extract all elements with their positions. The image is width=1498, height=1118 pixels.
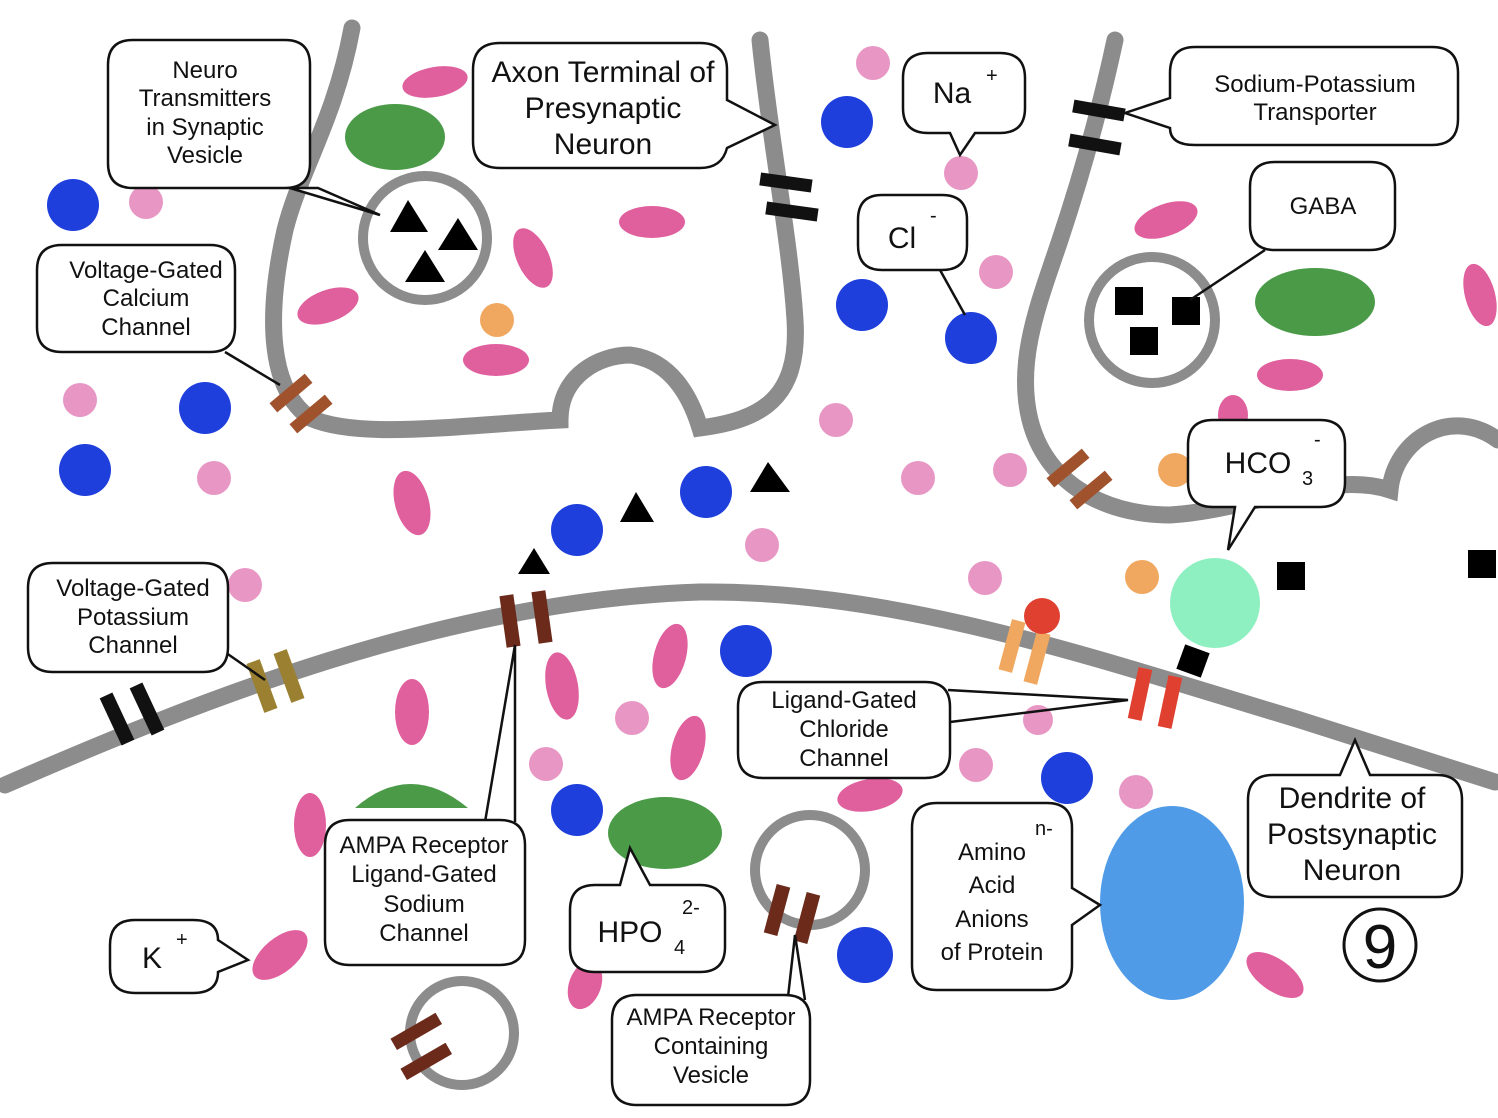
hydrogen-phosphate-charge: 2- — [682, 897, 700, 919]
ampa-receptor-channel — [390, 590, 821, 1081]
synaptic-vesicle — [358, 171, 492, 305]
label-line: Calcium — [103, 285, 190, 312]
callout-amino-acid-anions: Amino Acid Anions of Protein n- — [910, 801, 1103, 992]
callout-sodium-potassium-transporter: Sodium-Potassium Transporter — [1121, 45, 1460, 147]
label-line: Containing — [654, 1033, 769, 1060]
label-line: Sodium-Potassium — [1214, 71, 1415, 98]
callout-hydrogen-phosphate: HPO 4 2- — [568, 844, 727, 974]
ligand-gated-chloride-channel — [998, 598, 1183, 729]
label-line: Axon Terminal of — [492, 56, 716, 89]
label-line: AMPA Receptor — [627, 1004, 796, 1031]
presynaptic-membrane — [265, 19, 804, 439]
sodium-ions — [63, 46, 1153, 809]
neurotransmitter-triangles — [390, 200, 790, 574]
hydrogen-phosphate-symbol: HPO — [597, 916, 662, 949]
label-line: Potassium — [77, 604, 189, 631]
label-line: Neuron — [1303, 854, 1401, 887]
chloride-ions — [47, 96, 1093, 983]
sodium-charge: + — [986, 65, 998, 87]
label-line: in Synaptic — [146, 114, 263, 141]
calcium-ions — [480, 303, 1192, 594]
bicarbonate-symbol: HCO — [1225, 447, 1292, 480]
protein-anion — [1100, 806, 1244, 1000]
label-line: AMPA Receptor — [340, 832, 509, 859]
callout-dendrite: Dendrite of Postsynaptic Neuron — [1246, 736, 1464, 899]
label-line: Channel — [379, 920, 468, 947]
page-number: 9 — [1363, 913, 1397, 982]
potassium-charge: + — [176, 929, 188, 951]
label-line: Amino — [958, 839, 1026, 866]
chloride-charge: - — [930, 205, 937, 227]
bicarbonate-charge: - — [1314, 429, 1321, 451]
potassium-symbol: K — [142, 942, 162, 975]
label-line: Neuron — [554, 128, 652, 161]
callout-ampa-receptor: AMPA Receptor Ligand-Gated Sodium Channe… — [323, 644, 527, 967]
green-organelles — [345, 104, 1375, 869]
callout-neurotransmitters: Neuro Transmitters in Synaptic Vesicle — [106, 38, 381, 217]
gaba-vesicle — [1084, 252, 1220, 388]
label-line: Acid — [969, 872, 1016, 899]
callout-axon-terminal: Axon Terminal of Presynaptic Neuron — [471, 41, 778, 170]
label-line: of Protein — [941, 939, 1044, 966]
label-line: Presynaptic — [525, 92, 682, 125]
callout-voltage-gated-calcium: Voltage-Gated Calcium Channel — [35, 243, 281, 387]
label-line: Vesicle — [673, 1062, 749, 1089]
callout-ligand-gated-chloride: Ligand-Gated Chloride Channel — [736, 680, 1129, 780]
bicarbonate-subscript: 3 — [1302, 468, 1313, 490]
label-line: Sodium — [383, 891, 464, 918]
callout-potassium: K + — [108, 918, 251, 995]
label-line: Chloride — [799, 716, 888, 743]
bicarbonate-ion — [1170, 558, 1260, 648]
label-line: Dendrite of — [1279, 782, 1426, 815]
label-line: Neuro — [172, 57, 237, 84]
callout-voltage-gated-potassium: Voltage-Gated Potassium Channel — [26, 561, 266, 682]
voltage-gated-calcium-channel — [269, 373, 1113, 510]
page-number-badge: 9 — [1342, 907, 1418, 983]
callout-ampa-vesicle: AMPA Receptor Containing Vesicle — [610, 934, 812, 1107]
label-line: Anions — [955, 906, 1028, 933]
label-line: Transporter — [1253, 99, 1376, 126]
label-line: Channel — [101, 314, 190, 341]
callout-chloride: Cl - — [856, 193, 969, 316]
label-line: Ligand-Gated — [351, 861, 496, 888]
label-line: Channel — [88, 632, 177, 659]
label-line: Voltage-Gated — [56, 575, 209, 602]
sodium-potassium-transporter — [99, 99, 1126, 746]
label-line: Ligand-Gated — [771, 687, 916, 714]
label-line: Voltage-Gated — [69, 257, 222, 284]
protein-particles — [252, 66, 1497, 1010]
callout-sodium: Na + — [901, 51, 1027, 158]
label-line: Channel — [799, 745, 888, 772]
sodium-symbol: Na — [933, 77, 972, 110]
label-line: Vesicle — [167, 142, 243, 169]
amino-acid-charge: n- — [1035, 818, 1053, 840]
label-line: Transmitters — [139, 85, 271, 112]
label-line: Postsynaptic — [1267, 818, 1437, 851]
gaba-squares — [1115, 287, 1496, 678]
callout-gaba: GABA — [1189, 160, 1397, 302]
chloride-symbol: Cl — [888, 222, 916, 255]
gaba-label: GABA — [1290, 193, 1357, 220]
hydrogen-phosphate-subscript: 4 — [674, 937, 685, 959]
callout-bicarbonate: HCO 3 - — [1186, 418, 1347, 551]
